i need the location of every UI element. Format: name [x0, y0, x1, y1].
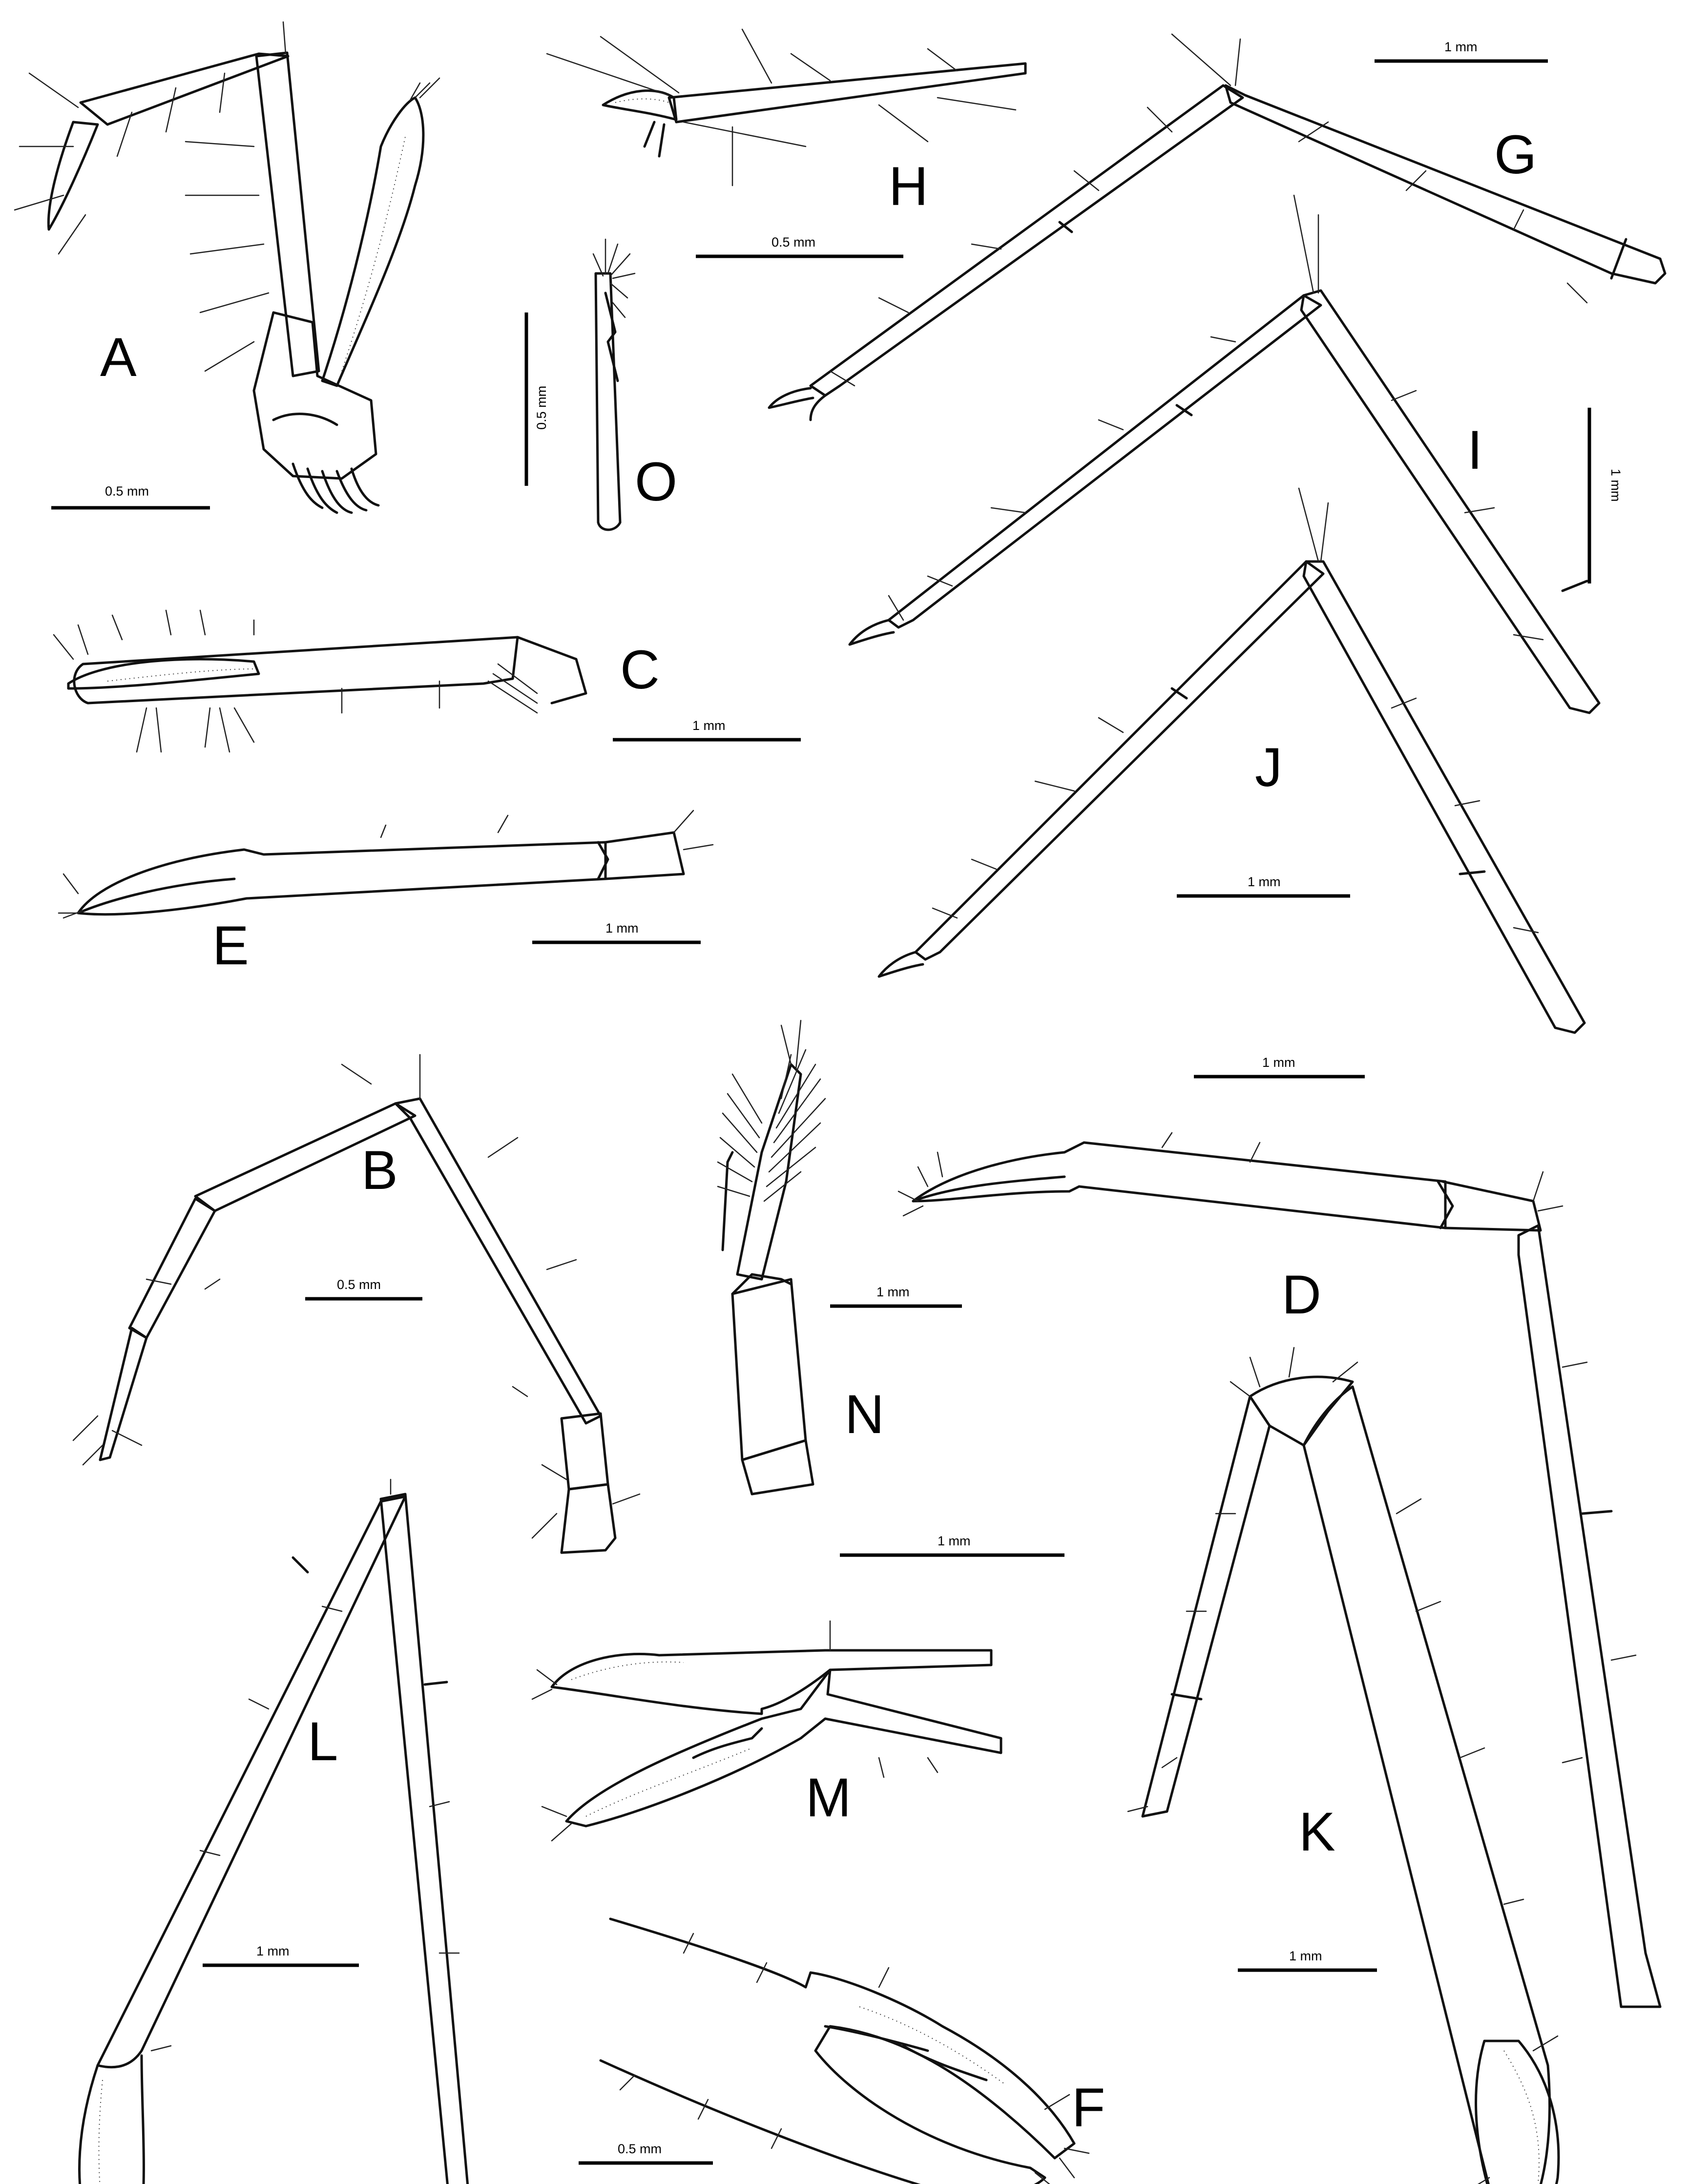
- panel-e-scale-label: 1 mm: [605, 921, 639, 936]
- panel-b-letter: B: [361, 1140, 398, 1201]
- panel-o-scale-label: 0.5 mm: [534, 386, 549, 430]
- panel-o-letter: O: [635, 451, 677, 512]
- panel-d-scale-label: 1 mm: [1262, 1055, 1295, 1070]
- panel-k-letter: K: [1299, 1801, 1335, 1862]
- panel-i-letter: I: [1467, 419, 1482, 480]
- panel-m-drawing: [531, 1620, 1002, 1842]
- panel-b-scale-label: 0.5 mm: [337, 1277, 381, 1292]
- panel-a-drawing: [14, 21, 440, 514]
- panel-j-scale-label: 1 mm: [1248, 874, 1281, 889]
- panel-c-scale-label: 1 mm: [692, 718, 726, 733]
- panel-o-drawing: [592, 238, 636, 531]
- panel-g-letter: G: [1494, 124, 1537, 185]
- panel-j-letter: J: [1255, 737, 1282, 798]
- panel-c-drawing: [53, 609, 587, 753]
- panel-n-scale-label: 1 mm: [876, 1285, 910, 1299]
- panel-f-drawing: [599, 1917, 1090, 2184]
- panel-n-drawing: [717, 1019, 826, 1496]
- panel-l-scale-label: 1 mm: [256, 1944, 290, 1958]
- panel-j-drawing: [877, 487, 1586, 1034]
- panel-h-letter: H: [889, 156, 928, 217]
- panel-h-scale-label: 0.5 mm: [772, 235, 815, 250]
- panel-i-scale-label: 1 mm: [1608, 469, 1623, 502]
- panel-k-drawing: [1127, 1347, 1560, 2184]
- panel-a-scale-label: 0.5 mm: [105, 484, 149, 499]
- panel-f-letter: F: [1072, 2077, 1105, 2138]
- panel-b-drawing: [72, 1054, 641, 1554]
- panel-l-drawing: [78, 1478, 469, 2184]
- panel-h-drawing: [546, 28, 1027, 187]
- panel-e-drawing: [58, 810, 714, 919]
- panel-g-scale-label: 1 mm: [1444, 40, 1478, 54]
- panel-i-drawing: [848, 194, 1601, 714]
- panel-k-scale-label: 1 mm: [1289, 1949, 1322, 1963]
- panel-d-letter: D: [1282, 1264, 1321, 1325]
- panel-m-letter: M: [806, 1767, 851, 1828]
- panel-l-letter: L: [308, 1711, 338, 1772]
- panel-n-letter: N: [845, 1384, 884, 1445]
- panel-c-letter: C: [620, 639, 660, 700]
- panel-d-drawing: [897, 1132, 1662, 2008]
- panel-e-letter: E: [212, 915, 249, 976]
- panel-a-letter: A: [100, 327, 137, 388]
- panel-f-scale-label: 0.5 mm: [618, 2142, 662, 2156]
- panel-m-scale-label: 1 mm: [938, 1534, 971, 1548]
- panel-g-drawing: [768, 33, 1667, 421]
